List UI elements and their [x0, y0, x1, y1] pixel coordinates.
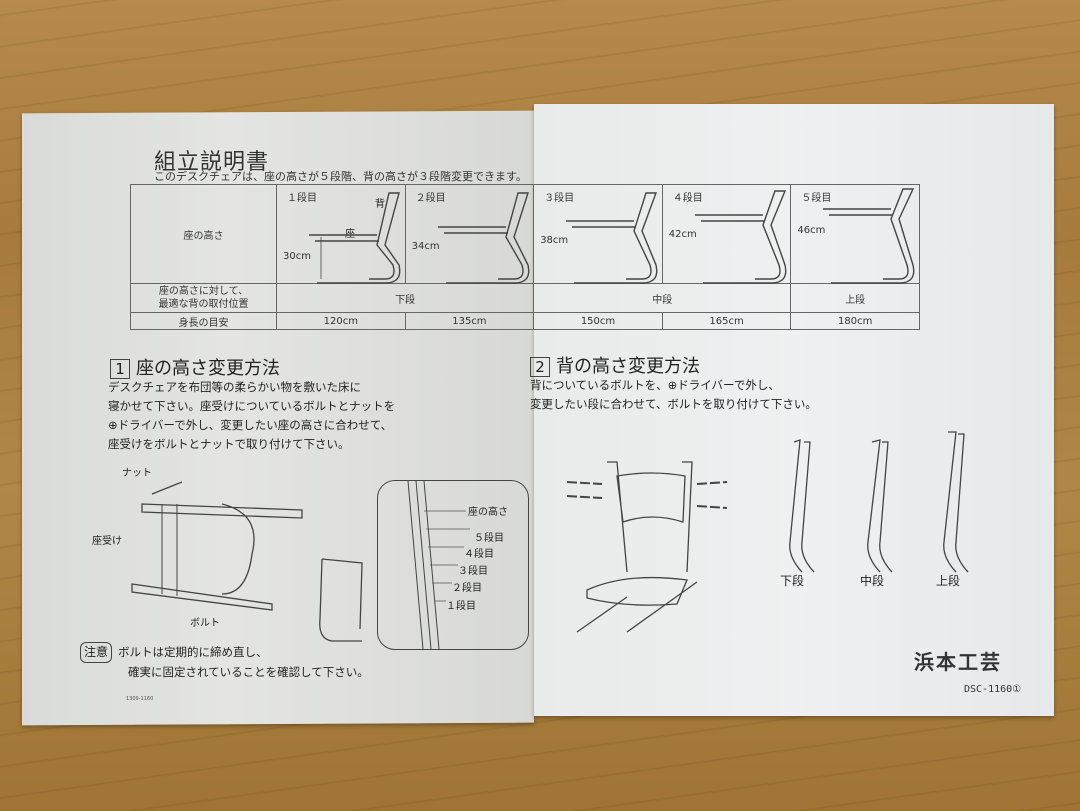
- chair-back-assembly-diagram-icon: [566, 461, 728, 633]
- caution-line: 確実に固定されていることを確認して下さい。: [128, 665, 369, 679]
- body-height-stage-2: 135cm: [404, 312, 535, 330]
- detail-level-2: ２段目: [452, 583, 482, 594]
- back-position-mid: 中段: [533, 283, 792, 313]
- stage-2-label: ２段目: [415, 193, 446, 204]
- stage-2-cell: ２段目 34cm: [404, 184, 535, 284]
- model-number: DSC-1160①: [964, 684, 1022, 695]
- back-position-header-line2: 最適な背の取付位置: [158, 299, 249, 310]
- seat-height-row: 座の高さ １段目 30cm 背 座 ２段目 34cm ３段目 38cm ４段目 …: [130, 184, 920, 284]
- stage-5-seat-height: 46cm: [797, 225, 826, 236]
- back-callout: 背: [375, 199, 385, 210]
- stage-2-seat-height: 34cm: [411, 241, 440, 252]
- caution-line: ボルトは定期的に締め直し、: [118, 645, 268, 659]
- back-position-high: 上段: [790, 283, 920, 313]
- section-2-number: 2: [530, 357, 550, 377]
- section-2-instructions: 背についているボルトを、⊕ドライバーで外し、 変更したい段に合わせて、ボルトを取…: [530, 376, 817, 414]
- nut-callout: ナット: [122, 468, 152, 479]
- body-height-header: 身長の目安: [130, 312, 277, 330]
- body-height-stage-1: 120cm: [276, 312, 406, 330]
- back-position-variants-icon: [789, 431, 969, 573]
- section-2-heading: 2 背の高さ変更方法: [530, 352, 700, 378]
- section-1-number: 1: [110, 359, 130, 379]
- detail-level-1: １段目: [446, 601, 476, 612]
- section-2-heading-text: 背の高さ変更方法: [556, 356, 700, 377]
- stage-5-cell: ５段目 46cm: [790, 184, 920, 284]
- body-height-stage-3: 150cm: [533, 312, 663, 330]
- seat-height-header: 座の高さ: [130, 184, 277, 284]
- chair-side-diagram-icon: [566, 192, 658, 284]
- chair-small-diagram-icon: [319, 558, 363, 642]
- chair-side-diagram-icon: [823, 188, 915, 284]
- back-position-low: 下段: [275, 283, 535, 313]
- section-1-line: 座受けをボルトとナットで取り付けて下さい。: [108, 437, 350, 451]
- detail-level-5: ５段目: [474, 533, 504, 544]
- instruction-sheet: 組立説明書 このデスクチェアは、座の高さが５段階、背の高さが３段階変更できます。…: [22, 104, 1056, 726]
- caution-badge: 注意: [80, 642, 113, 663]
- seat-height-header-text: 座の高さ: [183, 230, 224, 242]
- stage-3-cell: ３段目 38cm: [533, 184, 663, 284]
- chair-side-diagram-icon: [309, 192, 401, 284]
- seat-height-spec-table: 座の高さ １段目 30cm 背 座 ２段目 34cm ３段目 38cm ４段目 …: [130, 184, 920, 330]
- section-2-line: 変更したい段に合わせて、ボルトを取り付けて下さい。: [530, 397, 817, 411]
- detail-level-4: ４段目: [464, 549, 494, 560]
- back-position-high-label: 上段: [936, 574, 961, 588]
- chair-side-diagram-icon: [437, 192, 529, 284]
- back-position-header-line1: 座の高さに対して、: [158, 286, 249, 297]
- section-1-heading-text: 座の高さ変更方法: [136, 358, 280, 379]
- section-1-line: ⊕ドライバーで外し、変更したい座の高さに合わせて、: [108, 418, 393, 432]
- back-position-row: 座の高さに対して、 最適な背の取付位置 下段 中段 上段: [130, 283, 920, 313]
- seat-height-detail-box: 座の高さ ５段目 ４段目 ３段目 ２段目 １段目: [377, 480, 529, 650]
- stage-1-seat-height: 30cm: [283, 251, 311, 262]
- stage-1-cell: １段目 30cm 背 座: [276, 184, 406, 284]
- detail-title: 座の高さ: [468, 507, 508, 518]
- caution-note: 注意ボルトは定期的に締め直し、 確実に固定されていることを確認して下さい。: [80, 642, 369, 682]
- section-2-line: 背についているボルトを、⊕ドライバーで外し、: [530, 378, 780, 392]
- document-title: 組立説明書: [154, 150, 270, 175]
- stage-3-seat-height: 38cm: [540, 235, 569, 246]
- back-position-header: 座の高さに対して、 最適な背の取付位置: [130, 283, 277, 313]
- detail-level-3: ３段目: [458, 566, 488, 577]
- section-1-heading: 1 座の高さ変更方法: [110, 354, 280, 380]
- chair-side-diagram-icon: [694, 190, 787, 284]
- body-height-row: 身長の目安 120cm 135cm 150cm 165cm 180cm: [130, 312, 920, 330]
- chair-underside-diagram-icon: [131, 481, 303, 611]
- stage-1-label: １段目: [287, 193, 317, 204]
- section-1-instructions: デスクチェアを布団等の柔らかい物を敷いた床に 寝かせて下さい。座受けについている…: [108, 378, 395, 454]
- stage-4-cell: ４段目 42cm: [661, 184, 792, 284]
- back-position-mid-label: 中段: [860, 574, 885, 588]
- back-position-low-label: 下段: [780, 574, 805, 588]
- section-1-line: デスクチェアを布団等の柔らかい物を敷いた床に: [108, 380, 361, 394]
- body-height-stage-4: 165cm: [661, 312, 792, 330]
- rail-detail-diagram-icon: [407, 480, 470, 650]
- section-1-line: 寝かせて下さい。座受けについているボルトとナットを: [108, 399, 396, 413]
- brand-logo: 浜本工芸: [914, 650, 1002, 674]
- print-code: 1309-1160: [126, 696, 154, 702]
- stage-5-label: ５段目: [801, 193, 832, 204]
- seat-bracket-callout: 座受け: [92, 536, 122, 547]
- document-subtitle: このデスクチェアは、座の高さが５段階、背の高さが３段階変更できます。: [154, 170, 527, 183]
- bolt-callout: ボルト: [190, 618, 220, 629]
- stage-3-label: ３段目: [544, 193, 575, 204]
- body-height-stage-5: 180cm: [790, 312, 920, 330]
- stage-4-seat-height: 42cm: [668, 229, 697, 240]
- stage-4-label: ４段目: [672, 193, 703, 204]
